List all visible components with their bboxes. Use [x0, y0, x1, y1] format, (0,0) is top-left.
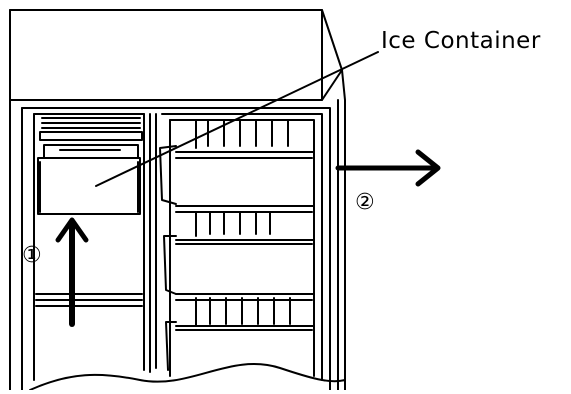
ice-container-label: Ice Container — [381, 28, 541, 54]
fridge-shelf-top — [160, 146, 314, 204]
step-two-marker: ② — [355, 190, 375, 215]
step-one-marker: ① — [22, 243, 42, 268]
cutaway-edge — [30, 364, 345, 390]
fresh-food-compartment — [162, 114, 322, 380]
freezer-shelf — [36, 294, 142, 306]
ice-container — [38, 145, 140, 214]
fridge-shelf-bottom — [166, 294, 314, 370]
refrigerator-cabinet — [10, 10, 345, 390]
arrow-right-icon — [338, 152, 438, 184]
arrow-up-icon — [58, 220, 86, 324]
